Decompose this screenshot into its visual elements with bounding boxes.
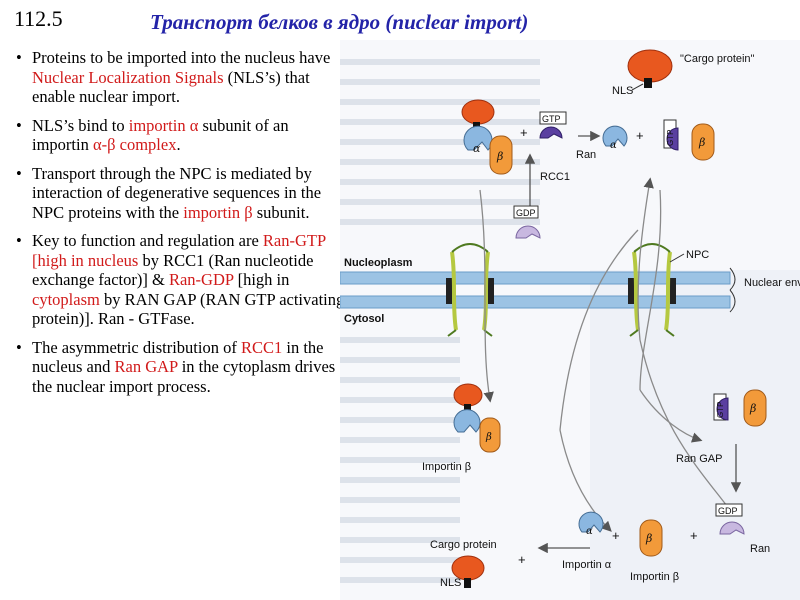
ran-gap-label: Ran GAP [676, 453, 722, 465]
nuclear-import-figure: "Cargo protein" NLS α β GTP Ran + α + GT… [340, 40, 800, 600]
beta-left-symbol: β [485, 432, 492, 443]
plus-bottom-far-right: + [690, 528, 698, 543]
highlighted-term: RCC1 [240, 337, 283, 357]
highlighted-term: Ran GAP [114, 357, 178, 376]
highlighted-term: Nuclear Localization Signals [32, 67, 224, 87]
nuclear-envelope-label-line: Nuclear envelope [744, 277, 800, 289]
alpha-bottom-symbol: α [586, 526, 593, 537]
bullet-text: in the cytoplasm drives the nuclear impo… [32, 357, 336, 396]
transport-paths [479, 177, 731, 532]
plus-bottom-left: + [518, 552, 526, 567]
bullet-text: Key to function and regulation are [32, 231, 263, 250]
bullet-item: •The asymmetric distribution of RCC1 in … [16, 337, 336, 396]
bullet-text: Proteins to be imported into the nucleus… [32, 48, 331, 67]
nls-top-label: NLS [612, 85, 633, 97]
importin-beta-symbol: β [496, 150, 503, 163]
ran-gtp-importin-beta-lower [713, 389, 767, 427]
ran-gdp-mid [513, 205, 541, 239]
ran-top-label: Ran [576, 149, 596, 161]
bullet-text: subunit of an importin [32, 115, 289, 155]
bullet-text: . [176, 135, 181, 154]
slide-number: 112.5 [14, 6, 63, 31]
cargo-protein-bottom-label: Cargo protein [430, 539, 497, 551]
highlighted-term: Ran-GDP [168, 270, 234, 289]
bullet-text: subunit. [252, 202, 310, 222]
gtp-right-label: GTP [666, 130, 675, 146]
ran-lower-right-label: Ran [750, 543, 770, 555]
importin-alpha-symbol: α [473, 142, 481, 155]
cargo-protein-bottom [451, 555, 485, 588]
npc-pointer [669, 253, 685, 263]
background-faint-text [340, 59, 540, 583]
nls-top-pointer [631, 83, 644, 91]
importin-beta-bottom [639, 519, 663, 557]
gdp-lower-right-label: GDP [718, 506, 738, 516]
bullet-item: •Key to function and regulation are Ran-… [16, 231, 345, 329]
bullet-text: in the nucleus and [32, 337, 324, 377]
highlighted-term: importin β [183, 202, 253, 222]
highlighted-term: Ran-GTP [high in [32, 231, 326, 270]
npc-label: NPC [686, 249, 709, 261]
plus-bottom-right: + [612, 528, 620, 543]
importin-beta-bottom-label: Importin β [630, 571, 679, 583]
bullet-list: •Proteins to be imported into the nucleu… [14, 48, 346, 405]
importin-alpha-bottom [578, 511, 604, 533]
importin-beta-left-label: Importin β [422, 461, 471, 473]
ran-gdp-lower-right [715, 503, 745, 535]
bullet-text: [high in [233, 270, 290, 289]
alpha-free-symbol: α [610, 140, 617, 151]
highlighted-term: nucleus [87, 250, 139, 270]
cargo-protein-top-label: "Cargo protein" [680, 53, 755, 65]
cytosol-label: Cytosol [344, 313, 384, 325]
bullet-text: by RAN GAP (RAN GTP activating protein)]… [32, 289, 345, 329]
rcc1-label: RCC1 [540, 171, 570, 183]
beta-bottom-symbol: β [645, 532, 652, 545]
bullet-item: •Transport through the NPC is mediated b… [16, 163, 322, 222]
nucleoplasm-label: Nucleoplasm [344, 257, 413, 269]
npc-right [628, 243, 676, 337]
bullet-item: •Proteins to be imported into the nucleu… [16, 48, 331, 107]
bullet-text: by RCC1 (Ran nucleotide exchange factor)… [32, 250, 314, 290]
highlighted-term: cytoplasm [32, 289, 100, 309]
bullet-text: Transport through the NPC is mediated by… [32, 163, 322, 222]
bullet-text: (NLS’s) that enable nuclear import. [32, 67, 310, 107]
beta-lower-symbol: β [749, 402, 756, 415]
gtp-top-label: GTP [542, 114, 561, 124]
ran-gtp-importin-beta-right [663, 119, 715, 161]
bullet-item: • NLS’s bind to importin α subunit of an… [16, 115, 289, 155]
cargo-protein-top [627, 49, 673, 88]
importin-complex-top-left [461, 99, 513, 175]
importin-alpha-bottom-label: Importin α [562, 559, 612, 571]
plus-top-right: + [636, 128, 644, 143]
nuclear-envelope-label: Nuclear envelope [744, 277, 800, 289]
highlighted-term: importin α [128, 115, 199, 135]
importin-alpha-free-top [602, 125, 628, 147]
plus-top: + [520, 125, 528, 140]
gdp-mid-label: GDP [516, 208, 536, 218]
nls-bottom-label: NLS [440, 577, 461, 589]
slide-title: Транспорт белков в ядро (nuclear import) [150, 10, 529, 34]
bullet-text: NLS’s bind to [32, 115, 129, 135]
ran-gtp-top [539, 111, 567, 139]
bullet-text: The asymmetric distribution of [32, 337, 241, 357]
highlighted-term: α-β complex [92, 135, 177, 154]
gtp-lower-right-label: GTP [716, 402, 725, 418]
importin-complex-left [453, 383, 501, 453]
beta-right-symbol: β [698, 136, 705, 149]
